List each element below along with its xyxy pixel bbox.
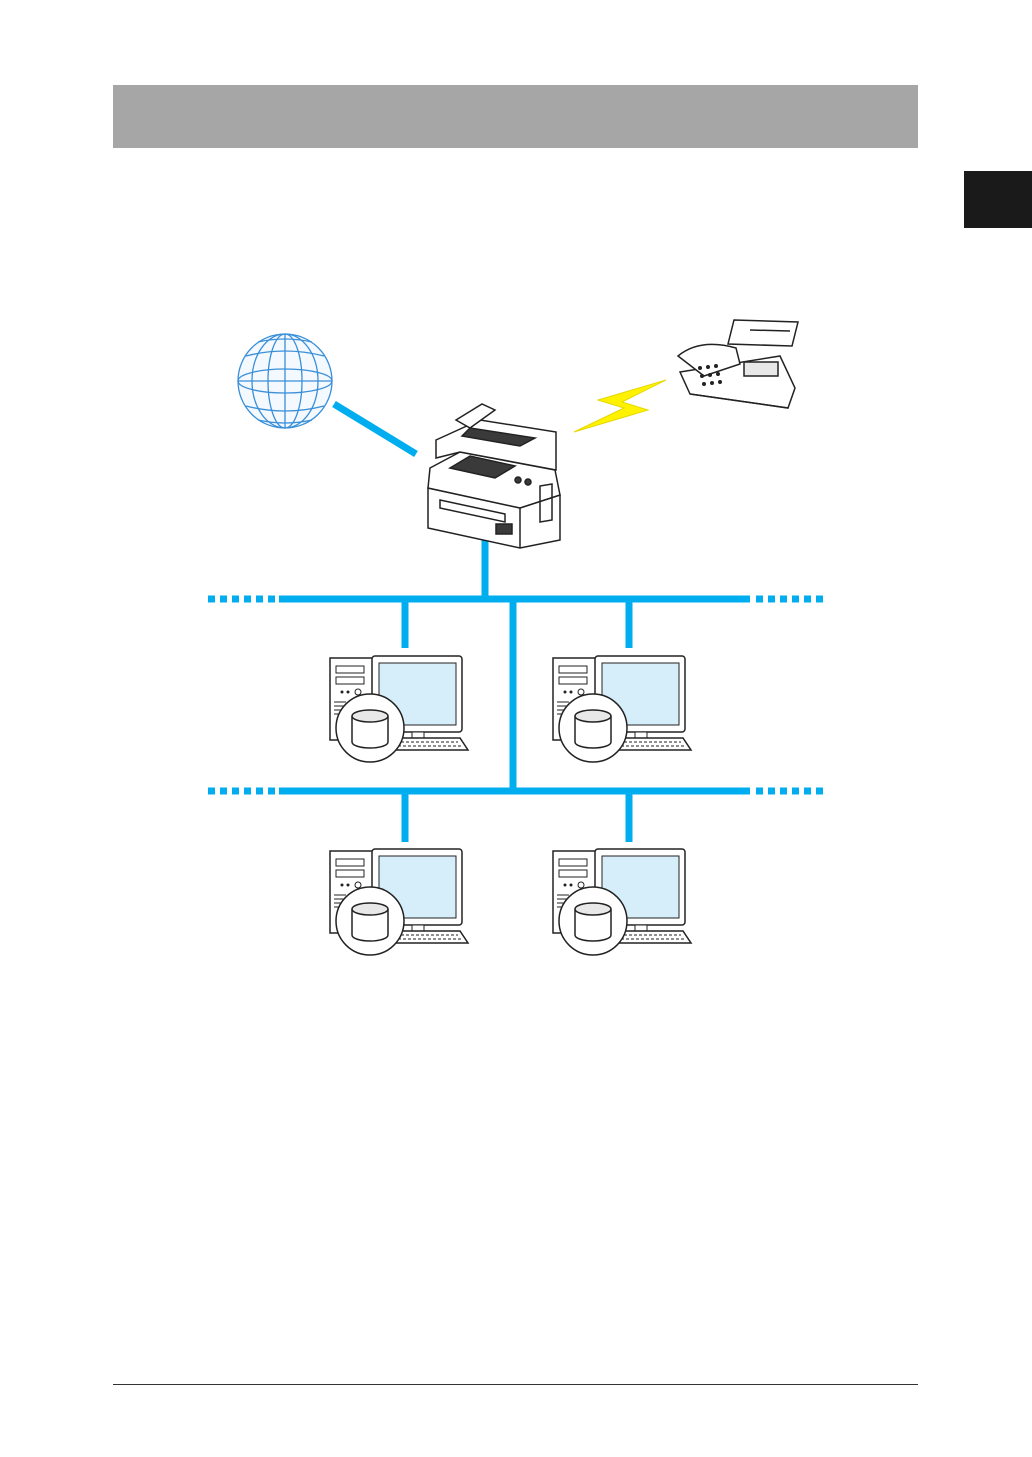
footer-rule xyxy=(113,1384,918,1385)
globe-icon xyxy=(238,334,332,428)
multifunction-printer-icon xyxy=(428,404,560,548)
computer-1-icon xyxy=(330,656,468,762)
wireless-lightning-icon xyxy=(574,380,666,432)
computer-4-icon xyxy=(553,849,691,955)
computer-2-icon xyxy=(553,656,691,762)
internet-link xyxy=(334,404,416,454)
fax-machine-icon xyxy=(678,320,798,408)
computer-3-icon xyxy=(330,849,468,955)
